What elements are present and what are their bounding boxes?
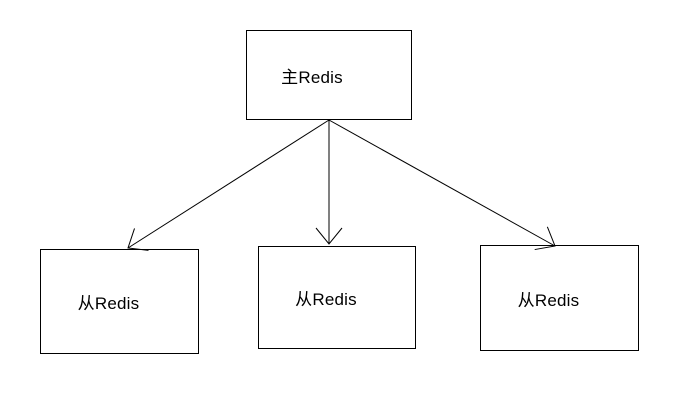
- node-slave-3: 从Redis: [480, 245, 639, 351]
- node-slave-2-label: 从Redis: [295, 290, 357, 309]
- node-master: 主Redis: [246, 30, 412, 120]
- edge-master-to-slave-3: [328, 119, 556, 251]
- node-master-label: 主Redis: [281, 67, 343, 87]
- node-slave-2: 从Redis: [258, 246, 416, 349]
- node-slave-3-label: 从Redis: [517, 290, 580, 310]
- node-slave-1: 从Redis: [40, 249, 199, 354]
- node-slave-1-label: 从Redis: [77, 294, 140, 313]
- edge-master-to-slave-1: [127, 119, 330, 251]
